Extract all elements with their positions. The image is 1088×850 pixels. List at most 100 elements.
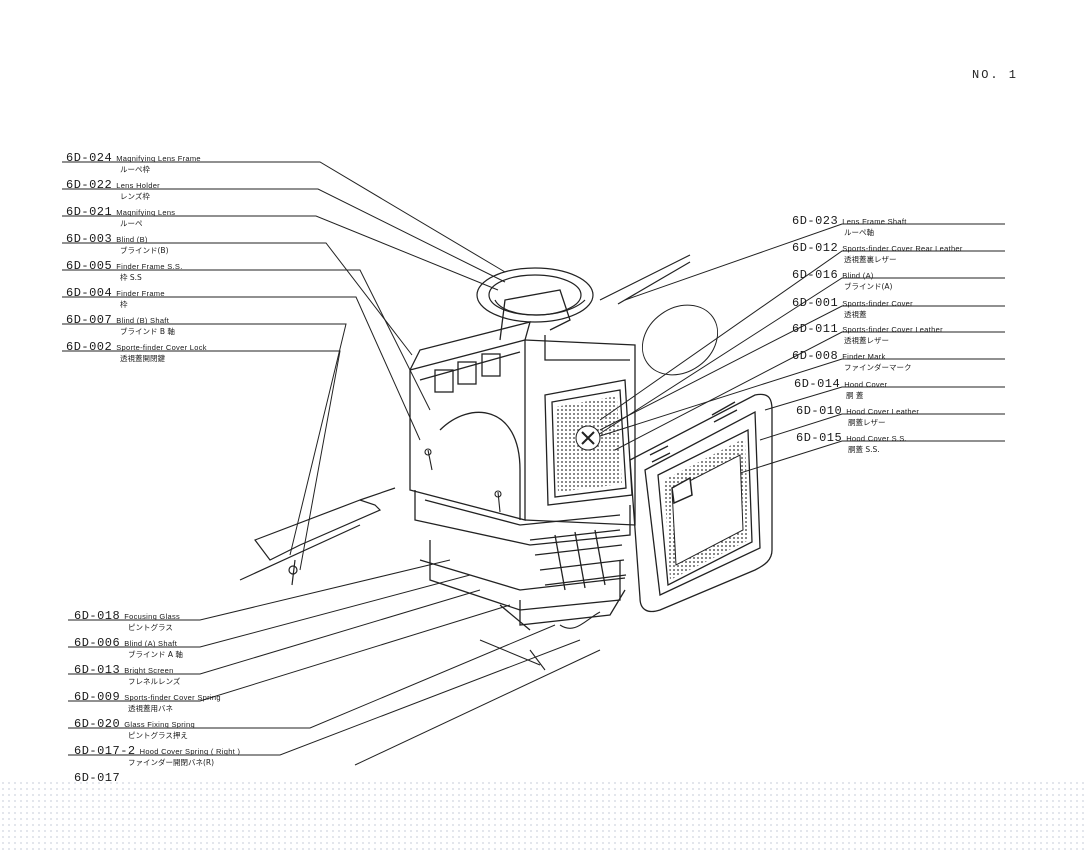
part-name-jp: 枠 S.S bbox=[120, 273, 142, 282]
part-code: 6D-014 bbox=[794, 377, 841, 391]
part-name-en: Lens Holder bbox=[116, 181, 160, 190]
part-name-en: Sports-finder Cover Spring bbox=[124, 693, 221, 702]
part-name-jp: 透視蓋開閉鍵 bbox=[120, 354, 165, 363]
part-code: 6D-011 bbox=[792, 322, 839, 336]
part-name-jp: ルーペ枠 bbox=[120, 165, 150, 174]
part-code: 6D-012 bbox=[792, 241, 839, 255]
part-name-en: Blind (A) Shaft bbox=[124, 639, 178, 648]
part-code: 6D-016 bbox=[792, 268, 839, 282]
part-code: 6D-020 bbox=[74, 717, 121, 731]
leader-line bbox=[759, 413, 1005, 441]
leader-line bbox=[62, 350, 341, 571]
part-name-jp: ファインダーマーク bbox=[844, 363, 912, 372]
part-name-jp: ピントグラス押え bbox=[128, 731, 188, 740]
leader-line bbox=[599, 250, 1005, 421]
leader-line bbox=[68, 639, 581, 756]
leader-line bbox=[68, 589, 481, 675]
part-name-jp: 透視蓋裏レザー bbox=[844, 255, 897, 264]
leader-line bbox=[62, 188, 506, 283]
part-name-jp: 胴蓋レザー bbox=[848, 418, 886, 427]
part-name-en: Hood Cover Leather bbox=[846, 407, 920, 416]
leader-line bbox=[68, 624, 556, 729]
part-code: 6D-006 bbox=[74, 636, 121, 650]
part-name-en: Hood Cover S.S. bbox=[846, 434, 907, 443]
part-code: 6D-003 bbox=[66, 232, 113, 246]
part-name-en: Hood Cover bbox=[844, 380, 888, 389]
part-name-en: Finder Frame bbox=[116, 289, 165, 298]
part-code: 6D-015 bbox=[796, 431, 843, 445]
part-name-jp: フレネルレンズ bbox=[128, 677, 181, 686]
part-code: 6D-009 bbox=[74, 690, 121, 704]
hood-cover bbox=[629, 393, 773, 613]
part-name-en: Sports-finder Cover Rear Leather bbox=[842, 244, 963, 253]
part-name-jp: 透視蓋 bbox=[844, 310, 867, 319]
leader-line bbox=[624, 223, 1005, 301]
hood-cover-latch bbox=[671, 476, 693, 505]
page-number: NO. 1 bbox=[972, 68, 1019, 82]
part-code: 6D-004 bbox=[66, 286, 113, 300]
part-name-en: Finder Frame S.S. bbox=[116, 262, 183, 271]
part-name-jp: ファインダー開閉バネ(R) bbox=[128, 758, 215, 767]
part-name-jp: ルーペ bbox=[120, 219, 143, 228]
finder-body bbox=[409, 289, 636, 631]
part-name-en: Blind (B) bbox=[116, 235, 148, 244]
part-name-en: Focusing Glass bbox=[124, 612, 181, 621]
spring-wire bbox=[479, 639, 546, 671]
part-code: 6D-022 bbox=[66, 178, 113, 192]
leader-line bbox=[599, 358, 1005, 437]
leader-line bbox=[599, 305, 1005, 431]
leader-line bbox=[614, 331, 1005, 451]
part-code: 6D-017-2 bbox=[74, 744, 136, 758]
part-name-jp: ブラインド(B) bbox=[120, 246, 169, 255]
leader-line bbox=[68, 604, 511, 702]
part-code: 6D-018 bbox=[74, 609, 121, 623]
part-name-jp: 胴 蓋 bbox=[846, 391, 864, 400]
part-name-en: Glass Fixing Spring bbox=[124, 720, 195, 729]
leader-line bbox=[589, 277, 1005, 441]
part-name-jp: ルーペ軸 bbox=[844, 228, 874, 237]
leader-line bbox=[764, 386, 1005, 411]
leader-line bbox=[68, 559, 451, 621]
part-name-en: Bright Screen bbox=[124, 666, 174, 675]
part-name-en: Lens Frame Shaft bbox=[842, 217, 907, 226]
scan-dot-pattern bbox=[0, 780, 1088, 850]
part-name-jp: ピントグラス bbox=[128, 623, 173, 632]
part-name-en: Magnifying Lens bbox=[116, 208, 176, 217]
leader-line bbox=[62, 296, 421, 441]
part-code: 6D-023 bbox=[792, 214, 839, 228]
side-plate bbox=[239, 487, 396, 586]
part-name-en: Sports-finder Cover Leather bbox=[842, 325, 943, 334]
part-name-en: Blind (B) Shaft bbox=[116, 316, 170, 325]
part-code: 6D-024 bbox=[66, 151, 113, 165]
leader-line bbox=[68, 574, 471, 648]
blind-disc bbox=[641, 304, 719, 376]
part-code: 6D-001 bbox=[792, 296, 839, 310]
magnifying-lens bbox=[476, 254, 691, 323]
part-name-jp: 透視蓋用バネ bbox=[128, 704, 173, 713]
part-name-jp: ブラインド(A) bbox=[844, 282, 893, 291]
part-name-en: Sporte-finder Cover Lock bbox=[116, 343, 207, 352]
part-code: 6D-008 bbox=[792, 349, 839, 363]
part-name-jp: ブラインド A 軸 bbox=[128, 650, 183, 659]
